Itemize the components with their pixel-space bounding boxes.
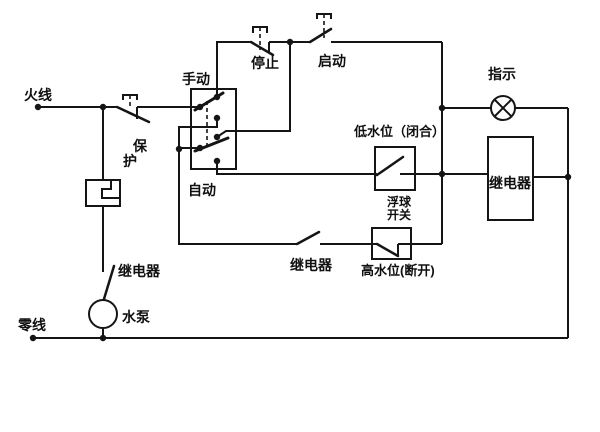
- pump-icon: [88, 299, 118, 329]
- label-float-2: 开关: [387, 207, 411, 222]
- label-indicator: 指示: [488, 66, 516, 82]
- low-level-highlight-box: [374, 146, 416, 191]
- wire-auto-to-float: [216, 161, 377, 175]
- label-auto: 自动: [188, 182, 216, 198]
- contact-blade: [115, 105, 151, 124]
- selector-highlight-box: [190, 88, 237, 170]
- label-high-level: 高水位(断开): [361, 263, 435, 278]
- label-start: 启动: [318, 53, 346, 69]
- relay-coil: [442, 136, 568, 221]
- selector-switch: [175, 41, 377, 245]
- water-pump: [88, 299, 118, 338]
- live-wire: [34, 103, 117, 111]
- trunk-wires: [438, 42, 446, 244]
- relay-contact-auto: [295, 230, 377, 246]
- protection-branch: [85, 107, 121, 272]
- wire-bypass-to-start-junction: [216, 42, 291, 138]
- label-protection-1: 保: [132, 138, 148, 154]
- contact-blade: [295, 230, 321, 246]
- label-relay-contact-auto: 继电器: [290, 257, 333, 273]
- contact-blade: [102, 264, 116, 301]
- contact-blade: [375, 155, 405, 177]
- indicator-lamp: [442, 95, 572, 338]
- label-float-1: 浮球: [387, 194, 412, 209]
- label-stop: 停止: [251, 55, 279, 71]
- wire-manual-to-stop: [216, 41, 251, 97]
- contact-blade: [375, 242, 400, 258]
- wire-pole1-lower: [178, 118, 218, 149]
- neutral-wire: [29, 334, 568, 342]
- label-protection-2: 护: [123, 153, 137, 169]
- relay-coil-box: [487, 136, 534, 221]
- wire-auto-branch: [178, 149, 297, 245]
- stop-button: [249, 26, 310, 57]
- relay-contact-pump: [102, 264, 116, 301]
- start-button: [308, 13, 442, 44]
- float-switch-high: [371, 227, 442, 260]
- protection-contact: [115, 94, 200, 124]
- label-live-wire: 火线: [24, 87, 52, 103]
- label-manual: 手动: [182, 71, 210, 87]
- label-low-level: 低水位（闭合）: [353, 124, 445, 139]
- label-relay-coil: 继电器: [489, 175, 532, 191]
- contact-blade: [308, 27, 333, 44]
- float-switch-low: [374, 146, 442, 191]
- label-relay-contact-pump: 继电器: [118, 263, 161, 279]
- label-pump: 水泵: [122, 309, 150, 325]
- label-neutral-wire: 零线: [17, 317, 46, 333]
- thermal-heater-notch: [101, 180, 120, 199]
